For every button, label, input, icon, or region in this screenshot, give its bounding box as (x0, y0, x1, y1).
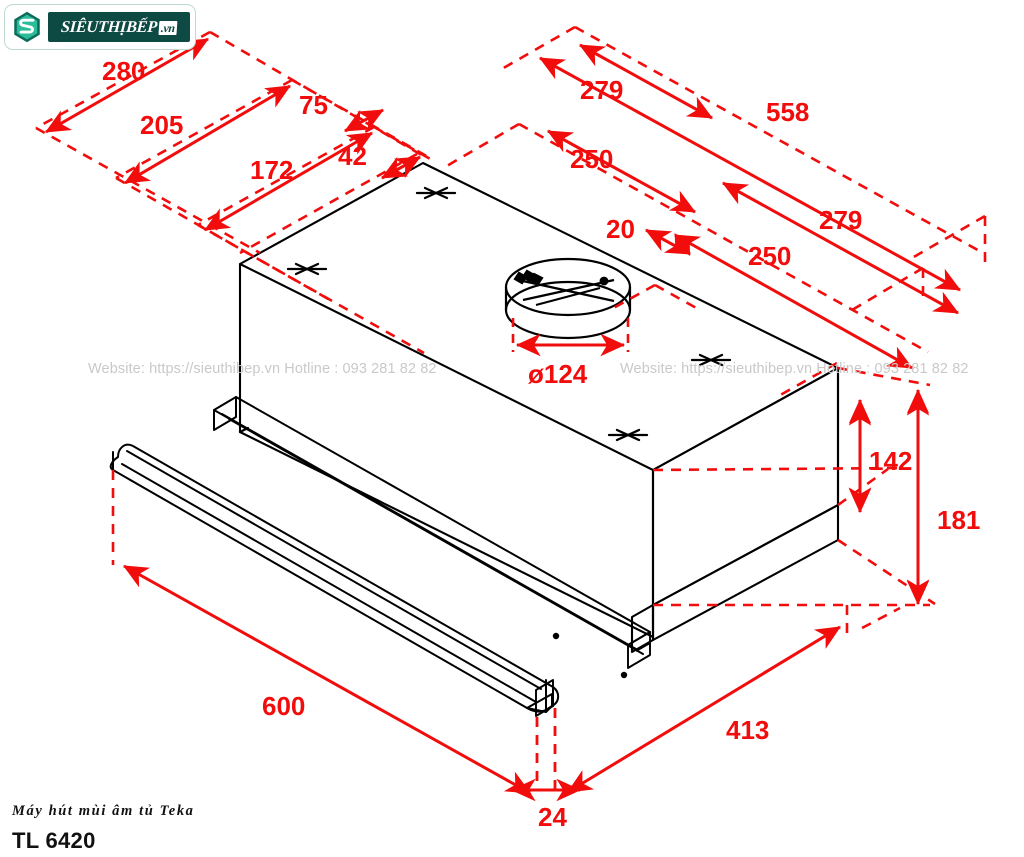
dim-label: 600 (262, 691, 305, 721)
dim-line-20 (645, 228, 691, 256)
mount-x-mark-3 (607, 428, 649, 442)
product-model-caption: TL 6420 (12, 828, 96, 853)
dim-line-75 (344, 108, 384, 133)
dim-label: 24 (538, 802, 567, 832)
dim-label: 279 (580, 75, 623, 105)
dim-label: 20 (606, 214, 635, 244)
dim-label: 280 (102, 56, 145, 86)
mount-x-mark-1 (286, 262, 328, 276)
watermark-left: Website: https://sieuthibep.vn Hotline :… (88, 361, 437, 377)
dim-label: 42 (338, 141, 367, 171)
hexagon-s-logo-icon (10, 10, 44, 44)
dim-label: 142 (869, 446, 912, 476)
dim-line-600 (123, 564, 531, 795)
dim-line-250b (674, 233, 913, 370)
site-logo[interactable]: SIÊUTHỊBẾP.vn (4, 4, 196, 50)
dim-label: 172 (250, 155, 293, 185)
dim-label: 413 (726, 715, 769, 745)
dim-label: ø124 (528, 359, 588, 389)
dim-label: 250 (570, 144, 613, 174)
dim-line-413 (567, 625, 841, 794)
dim-label: 250 (748, 241, 791, 271)
site-wordmark: SIÊUTHỊBẾP.vn (48, 12, 190, 42)
dim-label: 205 (140, 110, 183, 140)
mount-x-mark-2 (415, 186, 457, 200)
dim-label: 558 (766, 97, 809, 127)
dim-label: 181 (937, 505, 980, 535)
dim-line-42 (381, 155, 421, 180)
dimension-labels: 280 205 75 172 42 279 558 250 279 20 250… (102, 56, 980, 832)
dim-line-172 (204, 131, 373, 232)
dim-label: 279 (819, 205, 862, 235)
watermark-right: Website: https://sieuthibep.vn Hotline :… (620, 361, 969, 377)
dim-label: 75 (299, 90, 328, 120)
product-category-caption: Máy hút mùi âm tủ Teka (12, 803, 195, 819)
